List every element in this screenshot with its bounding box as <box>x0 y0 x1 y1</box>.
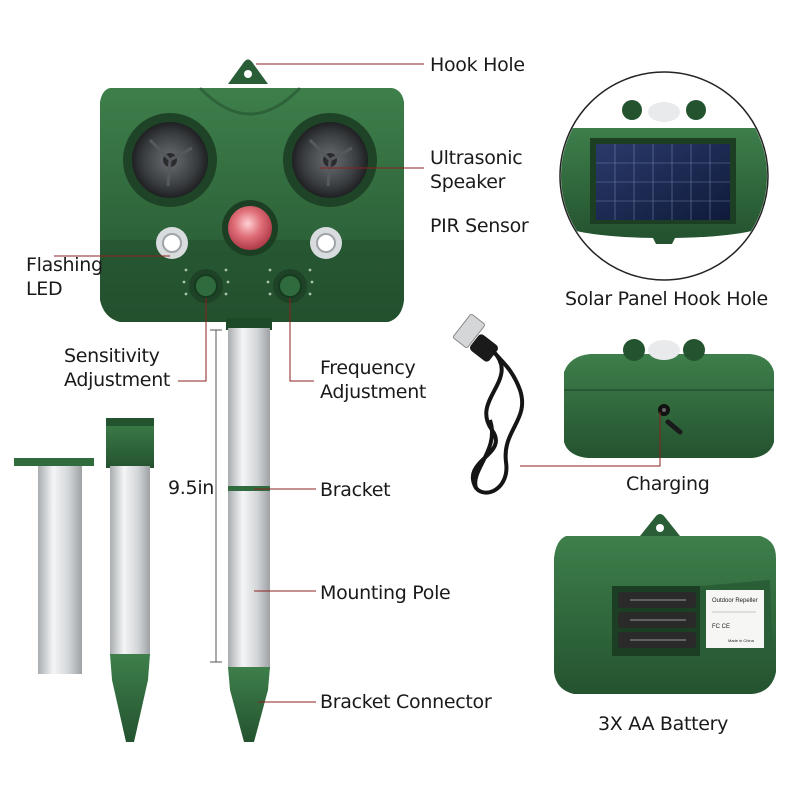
label-pir-sensor: PIR Sensor <box>430 215 529 237</box>
label-sensitivity-adjustment: Sensitivity Adjustment <box>64 345 171 391</box>
label-battery: 3X AA Battery <box>598 713 729 735</box>
label-charging: Charging <box>626 473 710 495</box>
aa-batteries <box>618 592 696 648</box>
battery-sticker <box>706 590 764 648</box>
solar-panel-view <box>559 71 769 281</box>
label-pole-length: 9.5in <box>168 477 215 499</box>
label-bracket: Bracket <box>320 479 391 501</box>
pole-spike <box>228 667 270 742</box>
hook-hole <box>244 70 252 78</box>
label-solar-panel-hook-hole: Solar Panel Hook Hole <box>565 288 768 310</box>
usb-cable <box>452 313 524 495</box>
main-device-front <box>100 59 404 330</box>
bracket-joint <box>228 486 270 491</box>
label-flashing-led: Flashing LED <box>26 254 103 300</box>
pole-socket <box>226 318 272 330</box>
leader-lines <box>54 63 661 703</box>
spare-tube <box>14 458 94 674</box>
pir-sensor <box>228 206 272 250</box>
main-pole <box>210 328 270 742</box>
label-frequency-adjustment: Frequency Adjustment <box>320 357 427 403</box>
label-mounting-pole: Mounting Pole <box>320 582 451 604</box>
battery-back-view: Outdoor Repeller FC CE Made in China <box>554 514 776 694</box>
label-hook-hole: Hook Hole <box>430 54 525 76</box>
charging-side-view <box>564 339 774 458</box>
sticker-marks: FC CE <box>712 624 730 630</box>
sticker-made-in: Made in China <box>728 638 755 643</box>
sticker-title: Outdoor Repeller <box>712 598 758 604</box>
label-ultrasonic-speaker: Ultrasonic Speaker <box>430 147 523 193</box>
label-bracket-connector: Bracket Connector <box>320 691 492 713</box>
spare-pole <box>106 418 154 742</box>
